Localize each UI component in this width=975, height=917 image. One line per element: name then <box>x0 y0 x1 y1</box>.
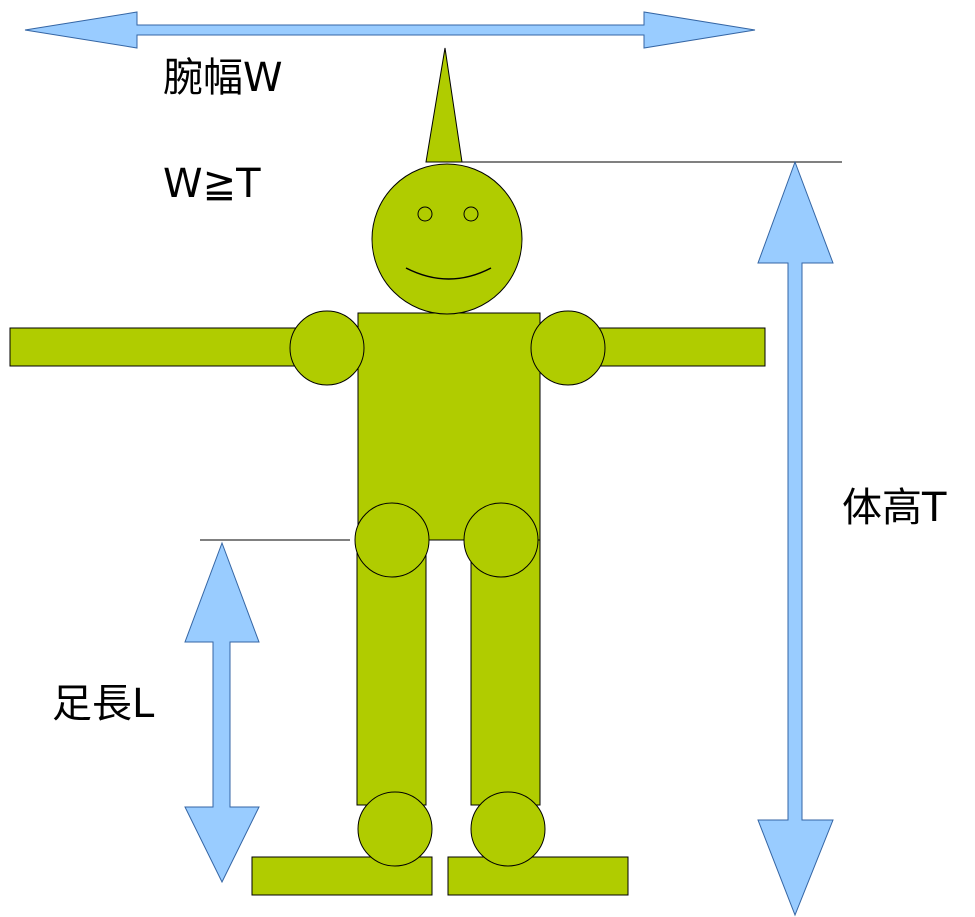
robot-left-ankle-joint <box>357 791 433 867</box>
robot-right-shoulder-joint <box>530 310 606 386</box>
robot-left-arm <box>9 327 333 367</box>
robot-torso <box>357 312 541 541</box>
robot-right-hip-joint <box>463 502 539 578</box>
robot-head <box>371 163 523 315</box>
robot-right-leg <box>470 539 541 806</box>
body-height-arrow <box>757 160 834 917</box>
width-height-relation-label: W≧T <box>163 161 261 207</box>
robot-left-leg <box>356 539 427 806</box>
arm-width-arrow <box>24 11 756 49</box>
robot-antenna <box>425 47 463 163</box>
robot-right-ankle-joint <box>470 791 546 867</box>
leg-length-label: 足長L <box>52 681 155 727</box>
robot-left-eye <box>417 206 433 222</box>
robot-right-foot <box>447 856 629 896</box>
robot-body-parts <box>9 47 766 896</box>
robot-right-eye <box>463 206 479 222</box>
body-height-label: 体高T <box>842 485 947 531</box>
robot-left-shoulder-joint <box>289 310 365 386</box>
robot-smile <box>405 267 492 280</box>
robot-left-hip-joint <box>354 502 430 578</box>
arm-width-label: 腕幅W <box>163 55 283 101</box>
leg-length-arrow <box>184 541 260 884</box>
